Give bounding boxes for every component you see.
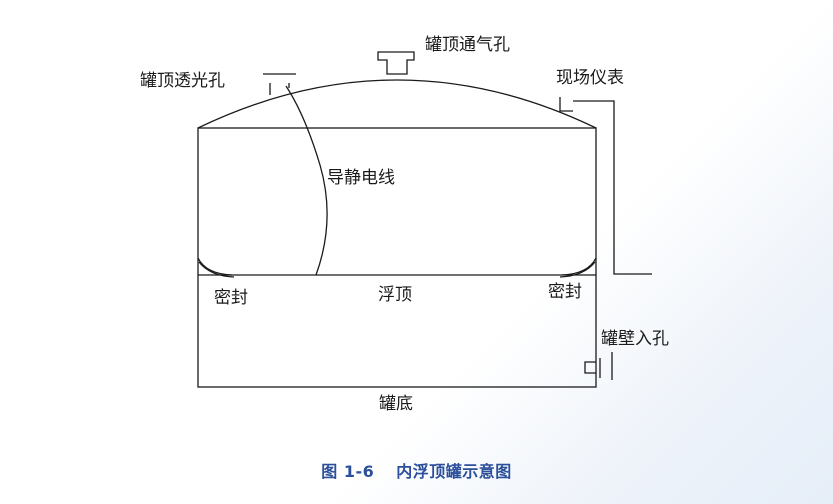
seal-right-shape (561, 257, 597, 276)
label-sight-hole: 罐顶透光孔 (140, 71, 225, 91)
caption-title: 内浮顶罐示意图 (396, 462, 512, 481)
label-tank-bottom: 罐底 (379, 394, 413, 414)
caption-number: 图 1-6 (321, 462, 375, 481)
seal-right-shape-inner (559, 261, 596, 278)
static-wire (285, 85, 328, 276)
vent-shape (377, 51, 415, 75)
label-manhole: 罐壁入孔 (601, 329, 669, 349)
seal-left-shape-inner (198, 261, 235, 278)
tank-shell (197, 127, 597, 388)
field-instrument-pipe (573, 100, 652, 275)
label-floating-roof: 浮顶 (378, 285, 412, 305)
seal-left-shape (197, 257, 233, 276)
manhole-flange (584, 361, 596, 374)
label-static-wire: 导静电线 (327, 168, 395, 188)
label-seal-right: 密封 (548, 282, 582, 302)
label-vent-top: 罐顶通气孔 (425, 35, 510, 55)
label-seal-left: 密封 (214, 288, 248, 308)
sight-hole-neck (269, 83, 290, 95)
figure-caption: 图 1-6 内浮顶罐示意图 (0, 458, 833, 482)
field-instrument-box (559, 97, 573, 112)
label-field-instrument: 现场仪表 (556, 68, 624, 88)
dome-roof (197, 79, 597, 129)
